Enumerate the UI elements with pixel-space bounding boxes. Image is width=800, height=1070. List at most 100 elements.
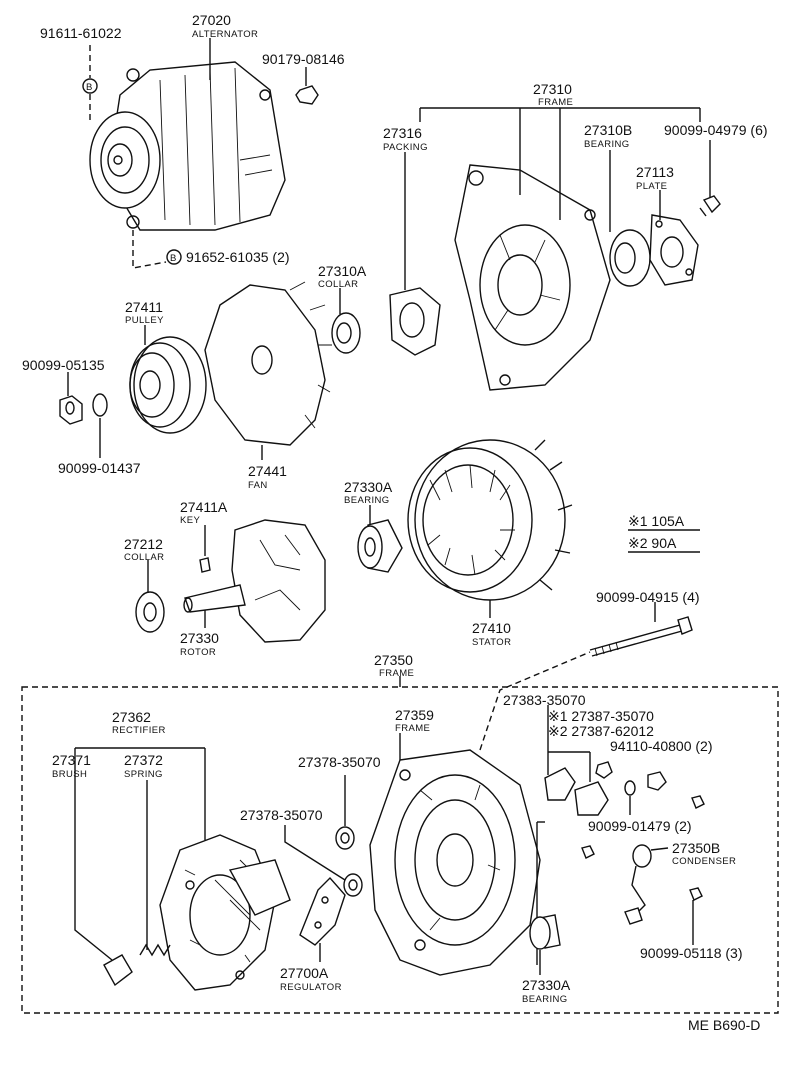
- label-27212: 27212: [124, 536, 163, 552]
- frame-27310: [454, 164, 611, 391]
- label-91611-61022: 91611-61022: [40, 25, 122, 41]
- bolt-mark-top: B: [86, 82, 93, 93]
- terminal-insulator-27383: [544, 705, 576, 801]
- label-bearing-27330A-bottom: BEARING: [522, 994, 568, 1005]
- bushing-27378-a: [335, 775, 355, 850]
- nut-90099-05135: [59, 395, 83, 425]
- label-rectifier: RECTIFIER: [112, 725, 166, 736]
- spring-27372: [139, 943, 171, 957]
- label-collar-27212: COLLAR: [124, 552, 164, 563]
- alternator-assembly: [89, 61, 286, 231]
- through-bolt-90099-04915: [589, 616, 693, 657]
- label-27310B: 27310B: [584, 122, 632, 138]
- leader-lines: [67, 38, 711, 975]
- label-plate: PLATE: [636, 181, 667, 192]
- label-27362: 27362: [112, 709, 151, 725]
- label-27330: 27330: [180, 630, 219, 646]
- label-27700A: 27700A: [280, 965, 329, 981]
- label-frame-27350: FRAME: [379, 668, 414, 679]
- washer-90099-01437: [92, 393, 108, 417]
- label-27316: 27316: [383, 125, 422, 141]
- nut-94110: [595, 761, 667, 791]
- leader-bolt-dashed: [479, 651, 591, 751]
- label-27378-a: 27378-35070: [298, 754, 381, 770]
- collar-27212: [135, 591, 165, 633]
- label-27411A: 27411A: [180, 499, 228, 515]
- rating-notes: [628, 529, 700, 553]
- bearing-27330A-bottom: [529, 914, 561, 950]
- collar-27310A: [331, 312, 361, 354]
- label-27387-62012: ※2 27387-62012: [548, 723, 654, 739]
- label-90099-01437: 90099-01437: [58, 460, 141, 476]
- rectifier-27362: [159, 834, 291, 991]
- nut-90179: [295, 85, 319, 105]
- diagram-code: ME B690-D: [688, 1017, 760, 1033]
- label-94110-40800: 94110-40800 (2): [610, 738, 712, 754]
- label-27350: 27350: [374, 652, 413, 668]
- label-27020: 27020: [192, 12, 231, 28]
- label-90099-05135: 90099-05135: [22, 357, 105, 373]
- label-fan: FAN: [248, 480, 268, 491]
- washer-90099-01479: [624, 780, 636, 815]
- regulator-27700A: [299, 876, 346, 946]
- label-pulley: PULLEY: [125, 315, 164, 326]
- label-brush: BRUSH: [52, 769, 87, 780]
- packing-27316: [389, 287, 441, 356]
- label-27113: 27113: [636, 164, 674, 180]
- label-90099-01479: 90099-01479 (2): [588, 818, 692, 834]
- label-27350B: 27350B: [672, 840, 720, 856]
- bolt-mark-bottom: B: [170, 253, 177, 264]
- label-27383-35070: 27383-35070: [503, 692, 586, 708]
- label-frame-27359: FRAME: [395, 723, 430, 734]
- label-collar-27310A: COLLAR: [318, 279, 358, 290]
- note-90a: ※2 90A: [628, 535, 677, 551]
- label-rotor: ROTOR: [180, 647, 216, 658]
- label-27410: 27410: [472, 620, 511, 636]
- label-27330A-bottom: 27330A: [522, 977, 571, 993]
- label-27411: 27411: [125, 299, 163, 315]
- brush-27371: [103, 954, 133, 987]
- note-105a: ※1 105A: [628, 513, 685, 529]
- label-27359: 27359: [395, 707, 434, 723]
- frame-group-27350: [21, 676, 779, 1014]
- label-packing: PACKING: [383, 142, 428, 153]
- label-90099-05118: 90099-05118 (3): [640, 945, 742, 961]
- label-91652-61035: 91652-61035 (2): [186, 249, 290, 265]
- label-frame-top: FRAME: [538, 97, 573, 108]
- bearing-27310B: [609, 229, 651, 287]
- label-27378-b: 27378-35070: [240, 807, 323, 823]
- label-27310: 27310: [533, 81, 572, 97]
- label-27371: 27371: [52, 752, 91, 768]
- key-27411A: [199, 557, 211, 573]
- part-labels: 91611-61022 27020 ALTERNATOR 90179-08146…: [22, 12, 768, 1033]
- condenser-27350B: [624, 844, 669, 925]
- label-27372: 27372: [124, 752, 163, 768]
- label-90099-04915: 90099-04915 (4): [596, 589, 700, 605]
- bearing-27330A-middle: [357, 519, 403, 573]
- label-90179-08146: 90179-08146: [262, 51, 345, 67]
- plate-27113: [649, 214, 699, 286]
- rotor-27330: [183, 519, 326, 643]
- label-key: KEY: [180, 515, 200, 526]
- label-bearing-27310B: BEARING: [584, 139, 630, 150]
- screw-90099-04979: [699, 195, 721, 217]
- label-stator: STATOR: [472, 637, 511, 648]
- label-90099-04979: 90099-04979 (6): [664, 122, 768, 138]
- rectifier-leaders: [74, 747, 206, 961]
- stator-27410: [407, 439, 573, 601]
- bolt-markers: B B: [82, 45, 182, 269]
- label-condenser: CONDENSER: [672, 856, 736, 867]
- label-regulator: REGULATOR: [280, 982, 342, 993]
- terminal-insulator-27387: [548, 751, 609, 816]
- frame-27359: [369, 749, 545, 976]
- label-27330A-middle: 27330A: [344, 479, 393, 495]
- label-27441: 27441: [248, 463, 287, 479]
- pulley-27411: [129, 336, 207, 434]
- fan-27441: [204, 281, 332, 446]
- label-bearing-27330A-middle: BEARING: [344, 495, 390, 506]
- label-spring: SPRING: [124, 769, 163, 780]
- label-27387-35070: ※1 27387-35070: [548, 708, 654, 724]
- label-alternator: ALTERNATOR: [192, 29, 258, 40]
- small-nuts: [581, 795, 705, 945]
- label-27310A: 27310A: [318, 263, 367, 279]
